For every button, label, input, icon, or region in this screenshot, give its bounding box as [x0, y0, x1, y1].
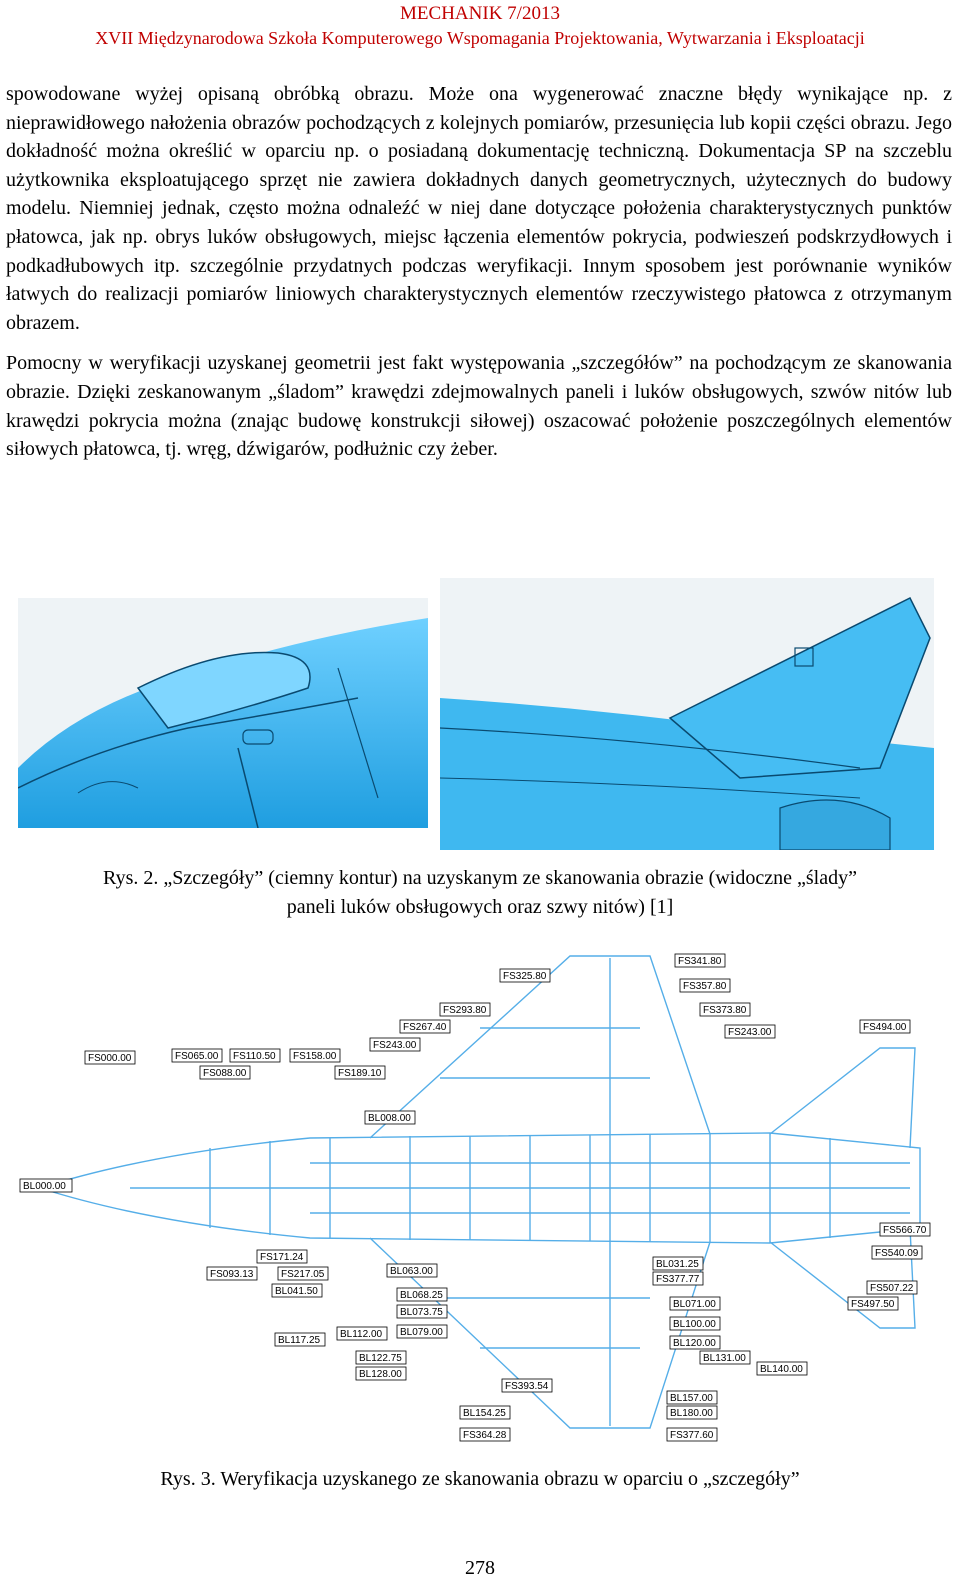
- label-fs217: FS217.05: [281, 1269, 325, 1280]
- label-fs065: FS065.00: [175, 1051, 219, 1062]
- label-fs497: FS497.50: [851, 1299, 895, 1310]
- figure-2-caption-line-2: paneli luków obsługowych oraz szwy nitów…: [286, 896, 674, 918]
- label-bl068: BL068.25: [400, 1290, 443, 1301]
- label-bl063: BL063.00: [390, 1266, 433, 1277]
- label-bl117: BL117.25: [278, 1335, 321, 1346]
- figure-2-caption-line-1: Rys. 2. „Szczegóły” (ciemny kontur) na u…: [103, 867, 857, 889]
- label-fs110: FS110.50: [233, 1051, 276, 1062]
- running-header: MECHANIK 7/2013 XVII Międzynarodowa Szko…: [0, 2, 960, 50]
- label-fs158: FS158.00: [293, 1051, 337, 1062]
- label-fs566: FS566.70: [883, 1225, 927, 1236]
- station-diagram: FS341.80 FS325.80 FS357.80 FS293.80 FS37…: [10, 948, 950, 1448]
- label-fs293: FS293.80: [443, 1005, 487, 1016]
- label-fs507: FS507.22: [870, 1283, 914, 1294]
- tail-scan-graphic: [440, 578, 934, 850]
- label-bl180: BL180.00: [670, 1408, 713, 1419]
- label-bl128: BL128.00: [359, 1369, 402, 1380]
- label-bl122: BL122.75: [359, 1353, 402, 1364]
- label-fs000: FS000.00: [88, 1053, 132, 1064]
- label-fs373: FS373.80: [703, 1005, 747, 1016]
- label-bl071: BL071.00: [673, 1299, 716, 1310]
- figure-2-caption: Rys. 2. „Szczegóły” (ciemny kontur) na u…: [0, 864, 960, 922]
- label-bl008: BL008.00: [368, 1113, 411, 1124]
- label-bl031: BL031.25: [656, 1259, 699, 1270]
- label-fs494: FS494.00: [863, 1022, 907, 1033]
- aircraft-plan-view: FS341.80 FS325.80 FS357.80 FS293.80 FS37…: [19, 953, 931, 1442]
- label-fs377a: FS377.77: [656, 1274, 700, 1285]
- label-fs393: FS393.54: [505, 1381, 549, 1392]
- label-bl112: BL112.00: [340, 1329, 383, 1340]
- label-bl100: BL100.00: [673, 1319, 716, 1330]
- label-bl154: BL154.25: [463, 1408, 506, 1419]
- label-fs171: FS171.24: [260, 1252, 304, 1263]
- label-fs093: FS093.13: [210, 1269, 254, 1280]
- label-bl079: BL079.00: [400, 1327, 443, 1338]
- label-fs243b: FS243.00: [728, 1027, 772, 1038]
- label-bl073: BL073.75: [400, 1307, 443, 1318]
- body-text: spowodowane wyżej opisaną obróbką obrazu…: [6, 80, 952, 464]
- label-fs325: FS325.80: [503, 971, 547, 982]
- paragraph-1: spowodowane wyżej opisaną obróbką obrazu…: [6, 83, 952, 334]
- label-bl157: BL157.00: [670, 1393, 713, 1404]
- label-fs341: FS341.80: [678, 956, 722, 967]
- label-fs540: FS540.09: [875, 1248, 919, 1259]
- journal-title: MECHANIK 7/2013: [400, 3, 560, 24]
- label-fs088: FS088.00: [203, 1068, 247, 1079]
- scan-image-nose: [18, 598, 428, 828]
- paragraph-2: Pomocny w weryfikacji uzyskanej geometri…: [6, 352, 952, 461]
- station-labels: FS341.80 FS325.80 FS357.80 FS293.80 FS37…: [19, 953, 931, 1442]
- label-bl120: BL120.00: [673, 1338, 716, 1349]
- label-fs267: FS267.40: [403, 1022, 447, 1033]
- label-bl140: BL140.00: [760, 1364, 803, 1375]
- conference-title: XVII Międzynarodowa Szkoła Komputerowego…: [95, 28, 865, 48]
- figure-3-caption: Rys. 3. Weryfikacja uzyskanego ze skanow…: [160, 1468, 800, 1490]
- label-fs364: FS364.28: [463, 1430, 507, 1441]
- scan-image-tail: [440, 578, 934, 850]
- label-bl000: BL000.00: [23, 1181, 66, 1192]
- label-bl131: BL131.00: [703, 1353, 746, 1364]
- nose-scan-graphic: [18, 598, 428, 828]
- label-fs189: FS189.10: [338, 1068, 382, 1079]
- label-fs357: FS357.80: [683, 981, 727, 992]
- label-fs377b: FS377.60: [670, 1430, 714, 1441]
- label-fs243a: FS243.00: [373, 1040, 417, 1051]
- page-number: 278: [465, 1557, 495, 1579]
- label-bl041: BL041.50: [275, 1286, 318, 1297]
